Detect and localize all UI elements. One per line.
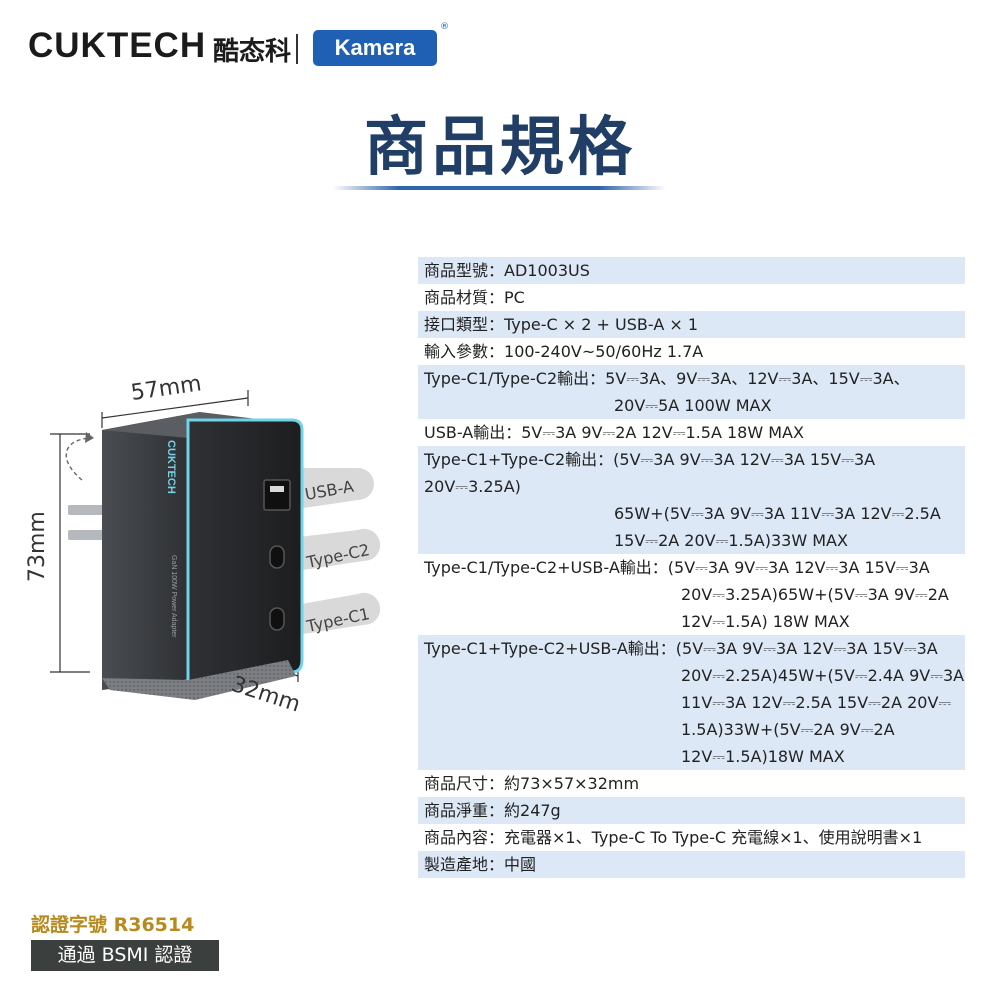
spec-all-output: Type-C1+Type-C2+USB-A輸出：(5V⎓3A 9V⎓3A 12V… (418, 635, 965, 770)
height-dimension (50, 433, 90, 673)
cuktech-logo: CUKTECH (28, 26, 207, 65)
spec-model: 商品型號：AD1003US (418, 257, 965, 284)
spec-material: 商品材質：PC (424, 288, 525, 307)
width-label: 57mm (129, 371, 203, 406)
cuktech-chinese-logo: 酷态科 (213, 37, 292, 67)
title-underline (333, 186, 666, 190)
certification-number: 認證字號 R36514 (31, 914, 195, 936)
spec-contents: 商品內容：充電器×1、Type-C To Type-C 充電線×1、使用說明書×… (424, 828, 923, 847)
spec-origin: 製造產地：中國 (418, 851, 965, 878)
typec2-callout (290, 528, 381, 572)
typec1-port-icon (269, 607, 285, 631)
charger-front-face (186, 418, 304, 692)
bsmi-badge: 通過 BSMI 認證 (31, 940, 219, 971)
product-diagram: CUKTECH GaN 100W Power Adapter 57mm 73mm… (25, 371, 381, 718)
kamera-logo: Kamera (313, 30, 437, 66)
usba-callout (290, 468, 374, 510)
spec-weight: 商品淨重：約247g (418, 797, 965, 824)
spec-list: 商品型號：AD1003US 商品材質：PC 接口類型：Type-C × 2 + … (418, 257, 965, 878)
height-label: 73mm (25, 511, 50, 582)
usba-port-icon (263, 479, 291, 511)
spec-usba-output: USB-A輸出：5V⎓3A 9V⎓2A 12V⎓1.5A 18W MAX (424, 423, 804, 442)
typec2-port-icon (269, 545, 285, 569)
spec-input: 輸入參數：100-240V~50/60Hz 1.7A (424, 342, 704, 361)
fold-arrow-icon (65, 437, 91, 481)
spec-c-a-output: Type-C1/Type-C2+USB-A輸出：(5V⎓3A 9V⎓3A 12V… (424, 558, 949, 631)
logo-divider (296, 34, 298, 64)
spec-typec-output: Type-C1/Type-C2輸出：5V⎓3A、9V⎓3A、12V⎓3A、15V… (418, 365, 965, 419)
typec1-callout (290, 592, 381, 636)
device-brand-text: CUKTECH (165, 440, 177, 494)
plug-pins (68, 505, 104, 540)
spec-ports: 接口類型：Type-C × 2 + USB-A × 1 (418, 311, 965, 338)
width-dimension (101, 390, 249, 428)
spec-size: 商品尺寸：約73×57×32mm (424, 774, 640, 793)
registered-mark: ® (440, 22, 449, 32)
device-spec-text: GaN 100W Power Adapter (170, 555, 177, 638)
page-title: 商品規格 (364, 111, 636, 185)
knurled-base (102, 660, 296, 700)
spec-c1c2-output: Type-C1+Type-C2輸出：(5V⎓3A 9V⎓3A 12V⎓3A 15… (418, 446, 965, 554)
